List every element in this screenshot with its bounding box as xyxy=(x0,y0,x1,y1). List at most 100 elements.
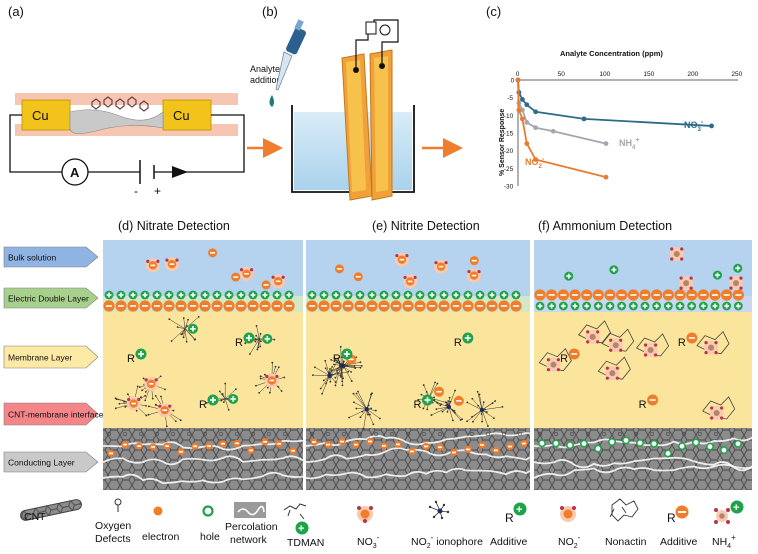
layer-label: Membrane Layer xyxy=(8,353,72,363)
panel-b: (b) Analyte addition xyxy=(250,4,415,201)
section-f-title: (f) Ammonium Detection xyxy=(538,219,672,233)
data-point xyxy=(516,107,522,113)
data-point xyxy=(603,174,609,180)
y-tick-label: -20 xyxy=(504,148,514,155)
svg-text:R: R xyxy=(235,337,243,349)
x-tick-label: 0 xyxy=(516,71,520,78)
y-tick-label: -5 xyxy=(507,95,513,102)
svg-text:R: R xyxy=(667,511,676,525)
data-point xyxy=(533,109,538,115)
panel-a: (a) Cu Cu A - + xyxy=(8,4,245,198)
column-nitrate: R R R xyxy=(102,240,304,490)
legend-additive-2: R Additive xyxy=(660,505,698,548)
layer-label-arrow xyxy=(3,287,99,309)
legend-additive-1: R + Additive xyxy=(490,502,528,548)
svg-text:R: R xyxy=(333,353,341,365)
cnt-film xyxy=(69,109,164,134)
svg-text:+: + xyxy=(298,523,304,535)
section-e-title: (e) Nitrite Detection xyxy=(372,219,480,233)
legend-nonactin: Nonactin xyxy=(605,498,647,548)
svg-text:R: R xyxy=(199,399,207,411)
legend: CNT Oxygen Defects electron hole Percola… xyxy=(20,498,744,550)
data-point xyxy=(520,107,525,113)
legend-nitrite-label: NO2- xyxy=(558,533,581,550)
data-point xyxy=(603,141,609,147)
layer-label-arrow xyxy=(3,451,99,473)
svg-text:R: R xyxy=(639,399,647,411)
layer-label: Conducting Layer xyxy=(8,458,75,468)
svg-text:R: R xyxy=(127,353,135,365)
legend-additive-2-label: Additive xyxy=(660,536,698,548)
circuit-wire xyxy=(9,114,62,173)
panel-b-label: (b) xyxy=(262,4,278,19)
legend-additive-1-label: Additive xyxy=(490,536,528,548)
data-point xyxy=(550,128,556,134)
x-tick-label: 100 xyxy=(599,71,610,78)
legend-nitrate: NO3- xyxy=(357,506,380,550)
data-point xyxy=(581,116,587,122)
electrode-right-label: Cu xyxy=(173,108,190,123)
data-point xyxy=(533,157,538,162)
pipette-icon xyxy=(269,19,306,107)
svg-text:R: R xyxy=(414,399,422,411)
legend-nonactin-label: Nonactin xyxy=(605,536,647,548)
layer-label: Electric Double Layer xyxy=(8,294,89,304)
series-line xyxy=(517,79,712,127)
data-point xyxy=(520,116,525,122)
svg-text:+: + xyxy=(516,504,522,516)
legend-tdman-label: TDMAN xyxy=(287,537,324,549)
svg-text:R: R xyxy=(560,353,568,365)
layer-label-arrow xyxy=(3,246,99,268)
membrane-layer xyxy=(306,312,530,428)
legend-percolation: Percolation network xyxy=(225,502,278,546)
analyte-label-1: Analyte xyxy=(250,64,280,74)
y-tick-label: -25 xyxy=(504,166,514,173)
data-point xyxy=(524,102,530,108)
bulk-layer xyxy=(103,240,303,296)
legend-oxygen-label-1: Oxygen xyxy=(95,520,131,532)
panel-a-label: (a) xyxy=(8,4,24,19)
x-tick-label: 250 xyxy=(731,71,742,78)
series-line xyxy=(517,79,607,179)
section-d-title: (d) Nitrate Detection xyxy=(118,219,230,233)
legend-nitrate-label: NO3- xyxy=(357,533,380,550)
x-tick-label: 200 xyxy=(687,71,698,78)
y-axis-label: % Sensor Response xyxy=(499,109,506,176)
arrow-icon xyxy=(172,166,188,178)
legend-oxygen-label-2: Defects xyxy=(95,533,131,545)
ammeter-label: A xyxy=(70,165,80,180)
legend-electron-label: electron xyxy=(142,531,180,543)
y-tick-label: -10 xyxy=(504,113,514,120)
data-point xyxy=(515,77,521,83)
x-tick-label: 150 xyxy=(643,71,654,78)
response-chart: Analyte Concentration (ppm)% Sensor Resp… xyxy=(499,49,743,191)
legend-cnt: CNT xyxy=(20,499,82,523)
legend-percolation-label-1: Percolation xyxy=(225,521,278,533)
legend-nitrite-ionophore-label: NO2- ionophore xyxy=(411,533,483,550)
column-nitrite: RRR xyxy=(305,240,547,490)
molecules-hexagons xyxy=(91,96,149,112)
y-tick-label: -15 xyxy=(504,131,514,138)
svg-text:R: R xyxy=(505,511,514,525)
electrode-left xyxy=(21,99,71,131)
legend-nitrite-ionophore: NO2- ionophore xyxy=(411,500,483,550)
battery-plus: + xyxy=(154,184,161,198)
data-point xyxy=(533,125,538,131)
svg-text:R: R xyxy=(678,337,686,349)
panel-c-label: (c) xyxy=(486,4,501,19)
legend-percolation-label-2: network xyxy=(230,534,268,546)
legend-ammonium-label: NH4+ xyxy=(712,533,736,550)
legend-ammonium: + NH4+ xyxy=(712,500,744,550)
battery-minus: - xyxy=(134,184,138,198)
series-label: NH4+ xyxy=(619,137,639,151)
series-label: NO2- xyxy=(525,156,545,170)
legend-electron: electron xyxy=(142,506,180,543)
legend-cnt-label: CNT xyxy=(24,511,46,523)
y-tick-label: -30 xyxy=(504,184,514,191)
analyte-label-2: addition xyxy=(250,75,282,85)
column-ammonium: R R R xyxy=(533,240,755,490)
data-point xyxy=(709,123,714,129)
